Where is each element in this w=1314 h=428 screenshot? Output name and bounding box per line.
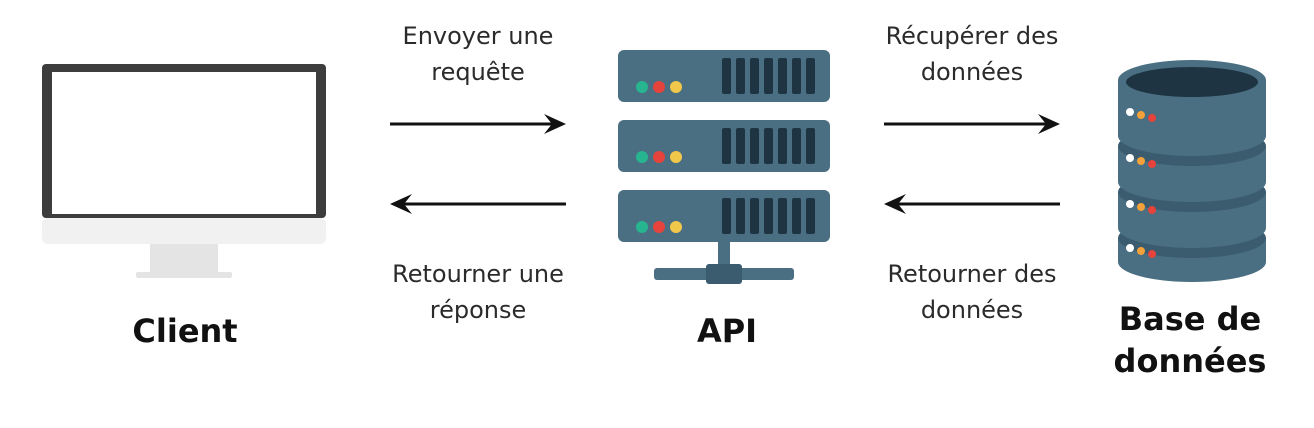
send-request-line2: requête bbox=[431, 58, 525, 86]
return-data-arrow bbox=[884, 194, 1060, 214]
return-data-line1: Retourner des bbox=[887, 260, 1057, 288]
fetch-data-line2: données bbox=[920, 58, 1024, 86]
api-label: API bbox=[696, 312, 758, 350]
send-request-line1: Envoyer une bbox=[402, 22, 554, 50]
database-label: Base de données bbox=[1090, 298, 1290, 382]
return-response-line2: réponse bbox=[429, 296, 527, 324]
request-arrow bbox=[390, 114, 566, 134]
client-label: Client bbox=[132, 312, 238, 350]
api-server-icon bbox=[618, 50, 830, 284]
fetch-data-label: Récupérer des données bbox=[852, 18, 1092, 90]
database-icon bbox=[1118, 60, 1266, 282]
database-label-line1: Base de bbox=[1118, 300, 1262, 338]
response-arrow bbox=[390, 194, 566, 214]
return-data-label: Retourner des données bbox=[852, 256, 1092, 328]
send-request-label: Envoyer une requête bbox=[358, 18, 598, 90]
database-label-line2: données bbox=[1113, 342, 1267, 380]
client-monitor-icon bbox=[42, 64, 326, 278]
return-response-line1: Retourner une bbox=[392, 260, 564, 288]
return-data-line2: données bbox=[920, 296, 1024, 324]
fetch-data-line1: Récupérer des bbox=[885, 22, 1059, 50]
fetch-arrow bbox=[884, 114, 1060, 134]
return-response-label: Retourner une réponse bbox=[358, 256, 598, 328]
